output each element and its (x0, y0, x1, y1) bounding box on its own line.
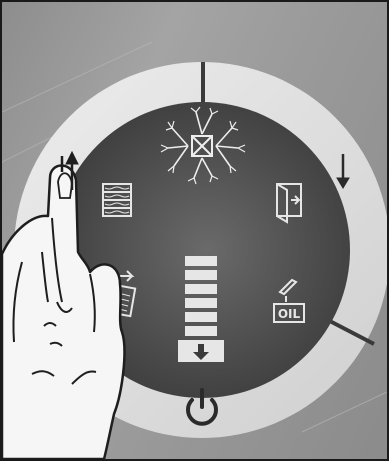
oil-label: OIL (278, 307, 301, 321)
level-bar (185, 256, 217, 266)
level-bar (185, 312, 217, 322)
level-bar (185, 284, 217, 294)
level-bar (185, 298, 217, 308)
level-bar (185, 270, 217, 280)
level-bar (185, 326, 217, 336)
